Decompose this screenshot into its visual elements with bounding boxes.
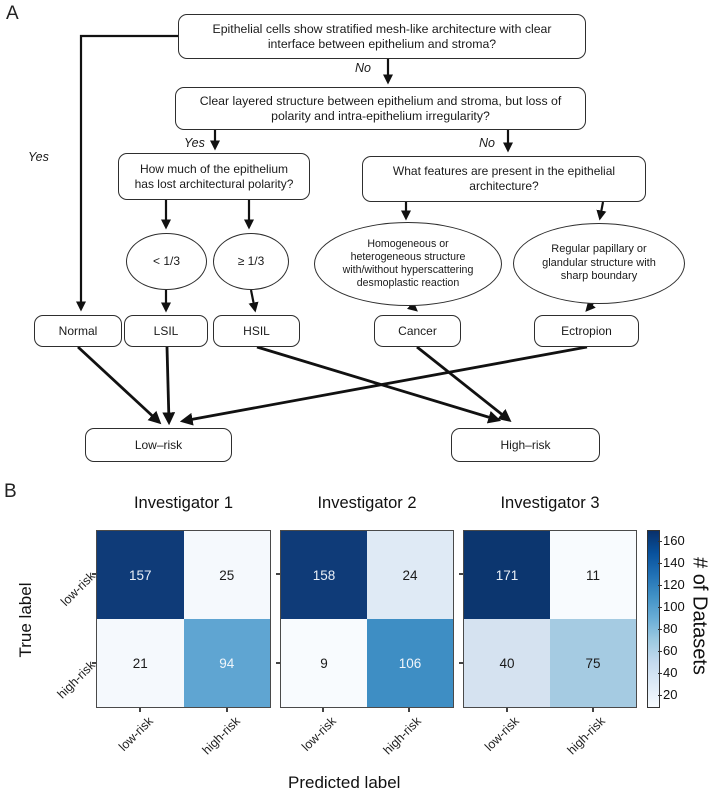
flowchart-node-cancer-description: Homogeneous or heterogeneous structure w… <box>314 222 502 306</box>
matrix-title-investigator-1: Investigator 1 <box>133 494 234 512</box>
confusion-matrix-investigator-2: 158 24 9 106 <box>280 530 454 708</box>
flowchart-node-hsil: HSIL <box>213 315 300 347</box>
xtick-high-risk: high-risk <box>199 714 243 758</box>
colorbar-label: # of Datasets <box>688 557 711 675</box>
flowchart-node-less-than-third: < 1/3 <box>126 233 207 290</box>
matrix-cell: 157 <box>97 531 184 619</box>
flowchart-node-stratified-question: Epithelial cells show stratified mesh-li… <box>178 14 586 59</box>
flowchart-node-normal: Normal <box>34 315 122 347</box>
colorbar-tick: 100 <box>658 599 685 614</box>
x-tickmark <box>506 708 508 712</box>
colorbar-tick: 120 <box>658 577 685 592</box>
matrix-cell: 75 <box>550 619 636 707</box>
matrix-title-investigator-2: Investigator 2 <box>317 494 417 512</box>
x-tickmark <box>408 708 410 712</box>
flowchart-node-high-risk: High–risk <box>451 428 600 462</box>
matrix-title-investigator-3: Investigator 3 <box>500 494 600 512</box>
colorbar-tick: 160 <box>658 533 685 548</box>
flowchart-node-low-risk: Low–risk <box>85 428 232 462</box>
colorbar-gradient <box>647 530 660 708</box>
matrix-cell: 158 <box>281 531 367 619</box>
matrix-cell: 21 <box>97 619 184 707</box>
flowchart-node-lsil: LSIL <box>124 315 208 347</box>
colorbar-tick: 40 <box>657 665 678 680</box>
edge-label-yes-mid: Yes <box>184 136 205 150</box>
matrix-cell: 11 <box>550 531 636 619</box>
xtick-low-risk: low-risk <box>299 714 339 754</box>
y-tickmark <box>276 662 280 664</box>
matrix-cell: 106 <box>367 619 453 707</box>
matrix-cell: 94 <box>183 619 270 707</box>
xtick-low-risk: low-risk <box>482 714 522 754</box>
flowchart-node-greater-equal-third: ≥ 1/3 <box>213 233 289 290</box>
y-tickmark <box>92 573 96 575</box>
matrix-cell: 40 <box>464 619 550 707</box>
y-tickmark <box>459 573 463 575</box>
y-axis-label: True label <box>16 582 35 658</box>
x-tickmark <box>592 708 594 712</box>
edge-label-no-mid: No <box>479 136 495 150</box>
xtick-high-risk: high-risk <box>564 714 608 758</box>
x-axis-label: Predicted label <box>288 773 401 792</box>
panel-b-label: B <box>4 481 17 502</box>
y-tickmark <box>459 662 463 664</box>
edge-label-no-top: No <box>355 61 371 75</box>
flowchart-node-features-question: What features are present in the epithel… <box>362 156 646 202</box>
x-tickmark <box>139 708 141 712</box>
matrix-cell: 24 <box>367 531 453 619</box>
flowchart-node-how-much-question: How much of the epithelium has lost arch… <box>118 153 310 200</box>
x-tickmark <box>322 708 324 712</box>
flowchart-node-ectropion-description: Regular papillary or glandular structure… <box>513 223 685 304</box>
matrix-cell: 25 <box>183 531 270 619</box>
matrix-cell: 171 <box>464 531 550 619</box>
ytick-low-risk: low-risk <box>58 569 98 609</box>
y-tickmark <box>276 573 280 575</box>
edge-label-yes-left: Yes <box>28 150 49 164</box>
panel-a-label: A <box>6 3 19 24</box>
xtick-high-risk: high-risk <box>380 714 424 758</box>
matrix-cell: 9 <box>281 619 367 707</box>
flowchart-arrows <box>75 34 607 426</box>
colorbar-tick: 60 <box>657 643 678 658</box>
confusion-matrix-investigator-3: 171 11 40 75 <box>463 530 637 708</box>
flowchart-node-cancer: Cancer <box>374 315 461 347</box>
colorbar-tick: 20 <box>657 687 678 702</box>
x-tickmark <box>226 708 228 712</box>
xtick-low-risk: low-risk <box>116 714 156 754</box>
y-tickmark <box>92 662 96 664</box>
flowchart-node-ectropion: Ectropion <box>534 315 639 347</box>
ytick-high-risk: high-risk <box>54 658 98 702</box>
colorbar-tick: 80 <box>657 621 678 636</box>
flowchart-node-layered-question: Clear layered structure between epitheli… <box>175 87 586 130</box>
confusion-matrix-investigator-1: 157 25 21 94 <box>96 530 271 708</box>
colorbar-tick: 140 <box>658 555 685 570</box>
